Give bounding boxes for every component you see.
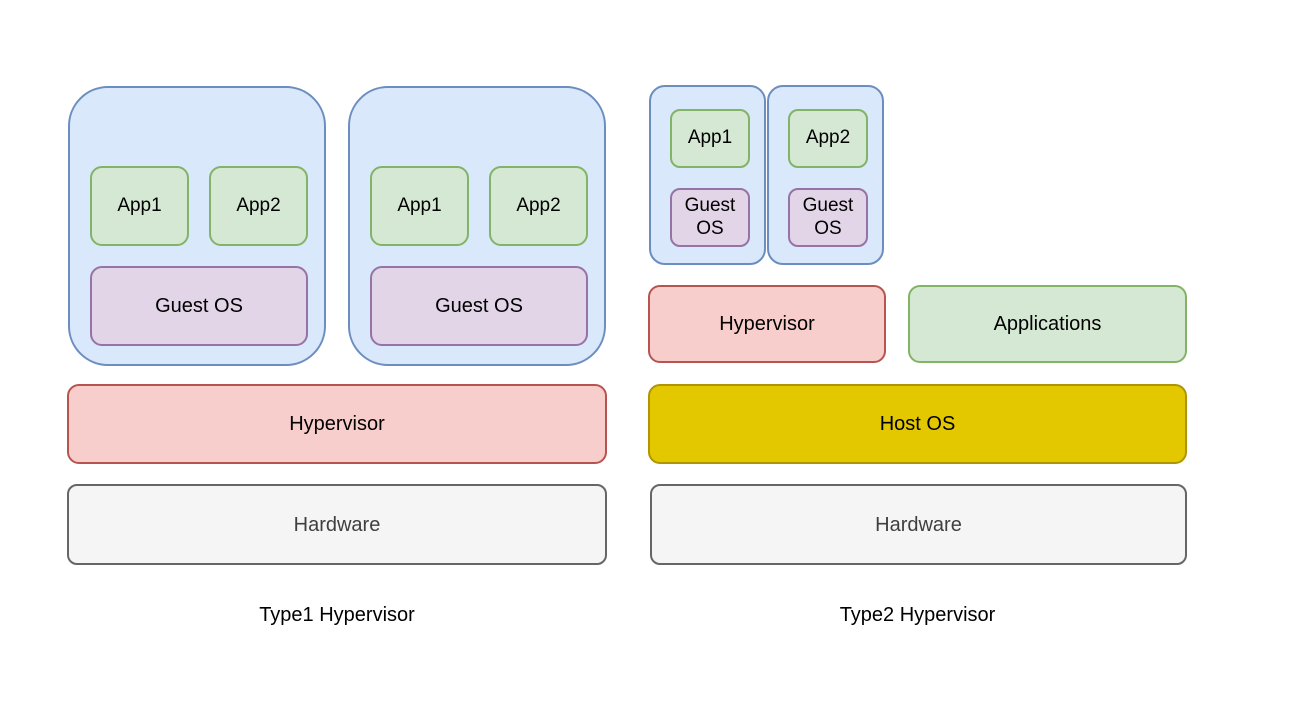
type1-vm1-box: App1 App2 Guest OS: [68, 86, 326, 366]
type2-vm2-guest-os-box: Guest OS: [788, 188, 868, 247]
type2-vm2-box: App2 Guest OS: [767, 85, 884, 265]
type1-vm2-app2-box: App2: [489, 166, 588, 246]
type1-hardware-box: Hardware: [67, 484, 607, 565]
type1-vm1-app1-box: App1: [90, 166, 189, 246]
type2-applications-box: Applications: [908, 285, 1187, 363]
type1-vm1-app2-box: App2: [209, 166, 308, 246]
type2-caption: Type2 Hypervisor: [839, 603, 996, 626]
type1-vm1-guest-os-box: Guest OS: [90, 266, 308, 346]
type2-vm2-app-box: App2: [788, 109, 868, 168]
type2-vm1-guest-os-box: Guest OS: [670, 188, 750, 247]
type2-host-os-box: Host OS: [648, 384, 1187, 464]
type1-caption: Type1 Hypervisor: [259, 603, 415, 626]
type1-hypervisor-box: Hypervisor: [67, 384, 607, 464]
type2-hypervisor-box: Hypervisor: [648, 285, 886, 363]
type2-vm1-box: App1 Guest OS: [649, 85, 766, 265]
type2-hardware-box: Hardware: [650, 484, 1187, 565]
type2-vm1-app-box: App1: [670, 109, 750, 168]
type1-vm2-box: App1 App2 Guest OS: [348, 86, 606, 366]
type1-vm2-app1-box: App1: [370, 166, 469, 246]
type1-vm2-guest-os-box: Guest OS: [370, 266, 588, 346]
